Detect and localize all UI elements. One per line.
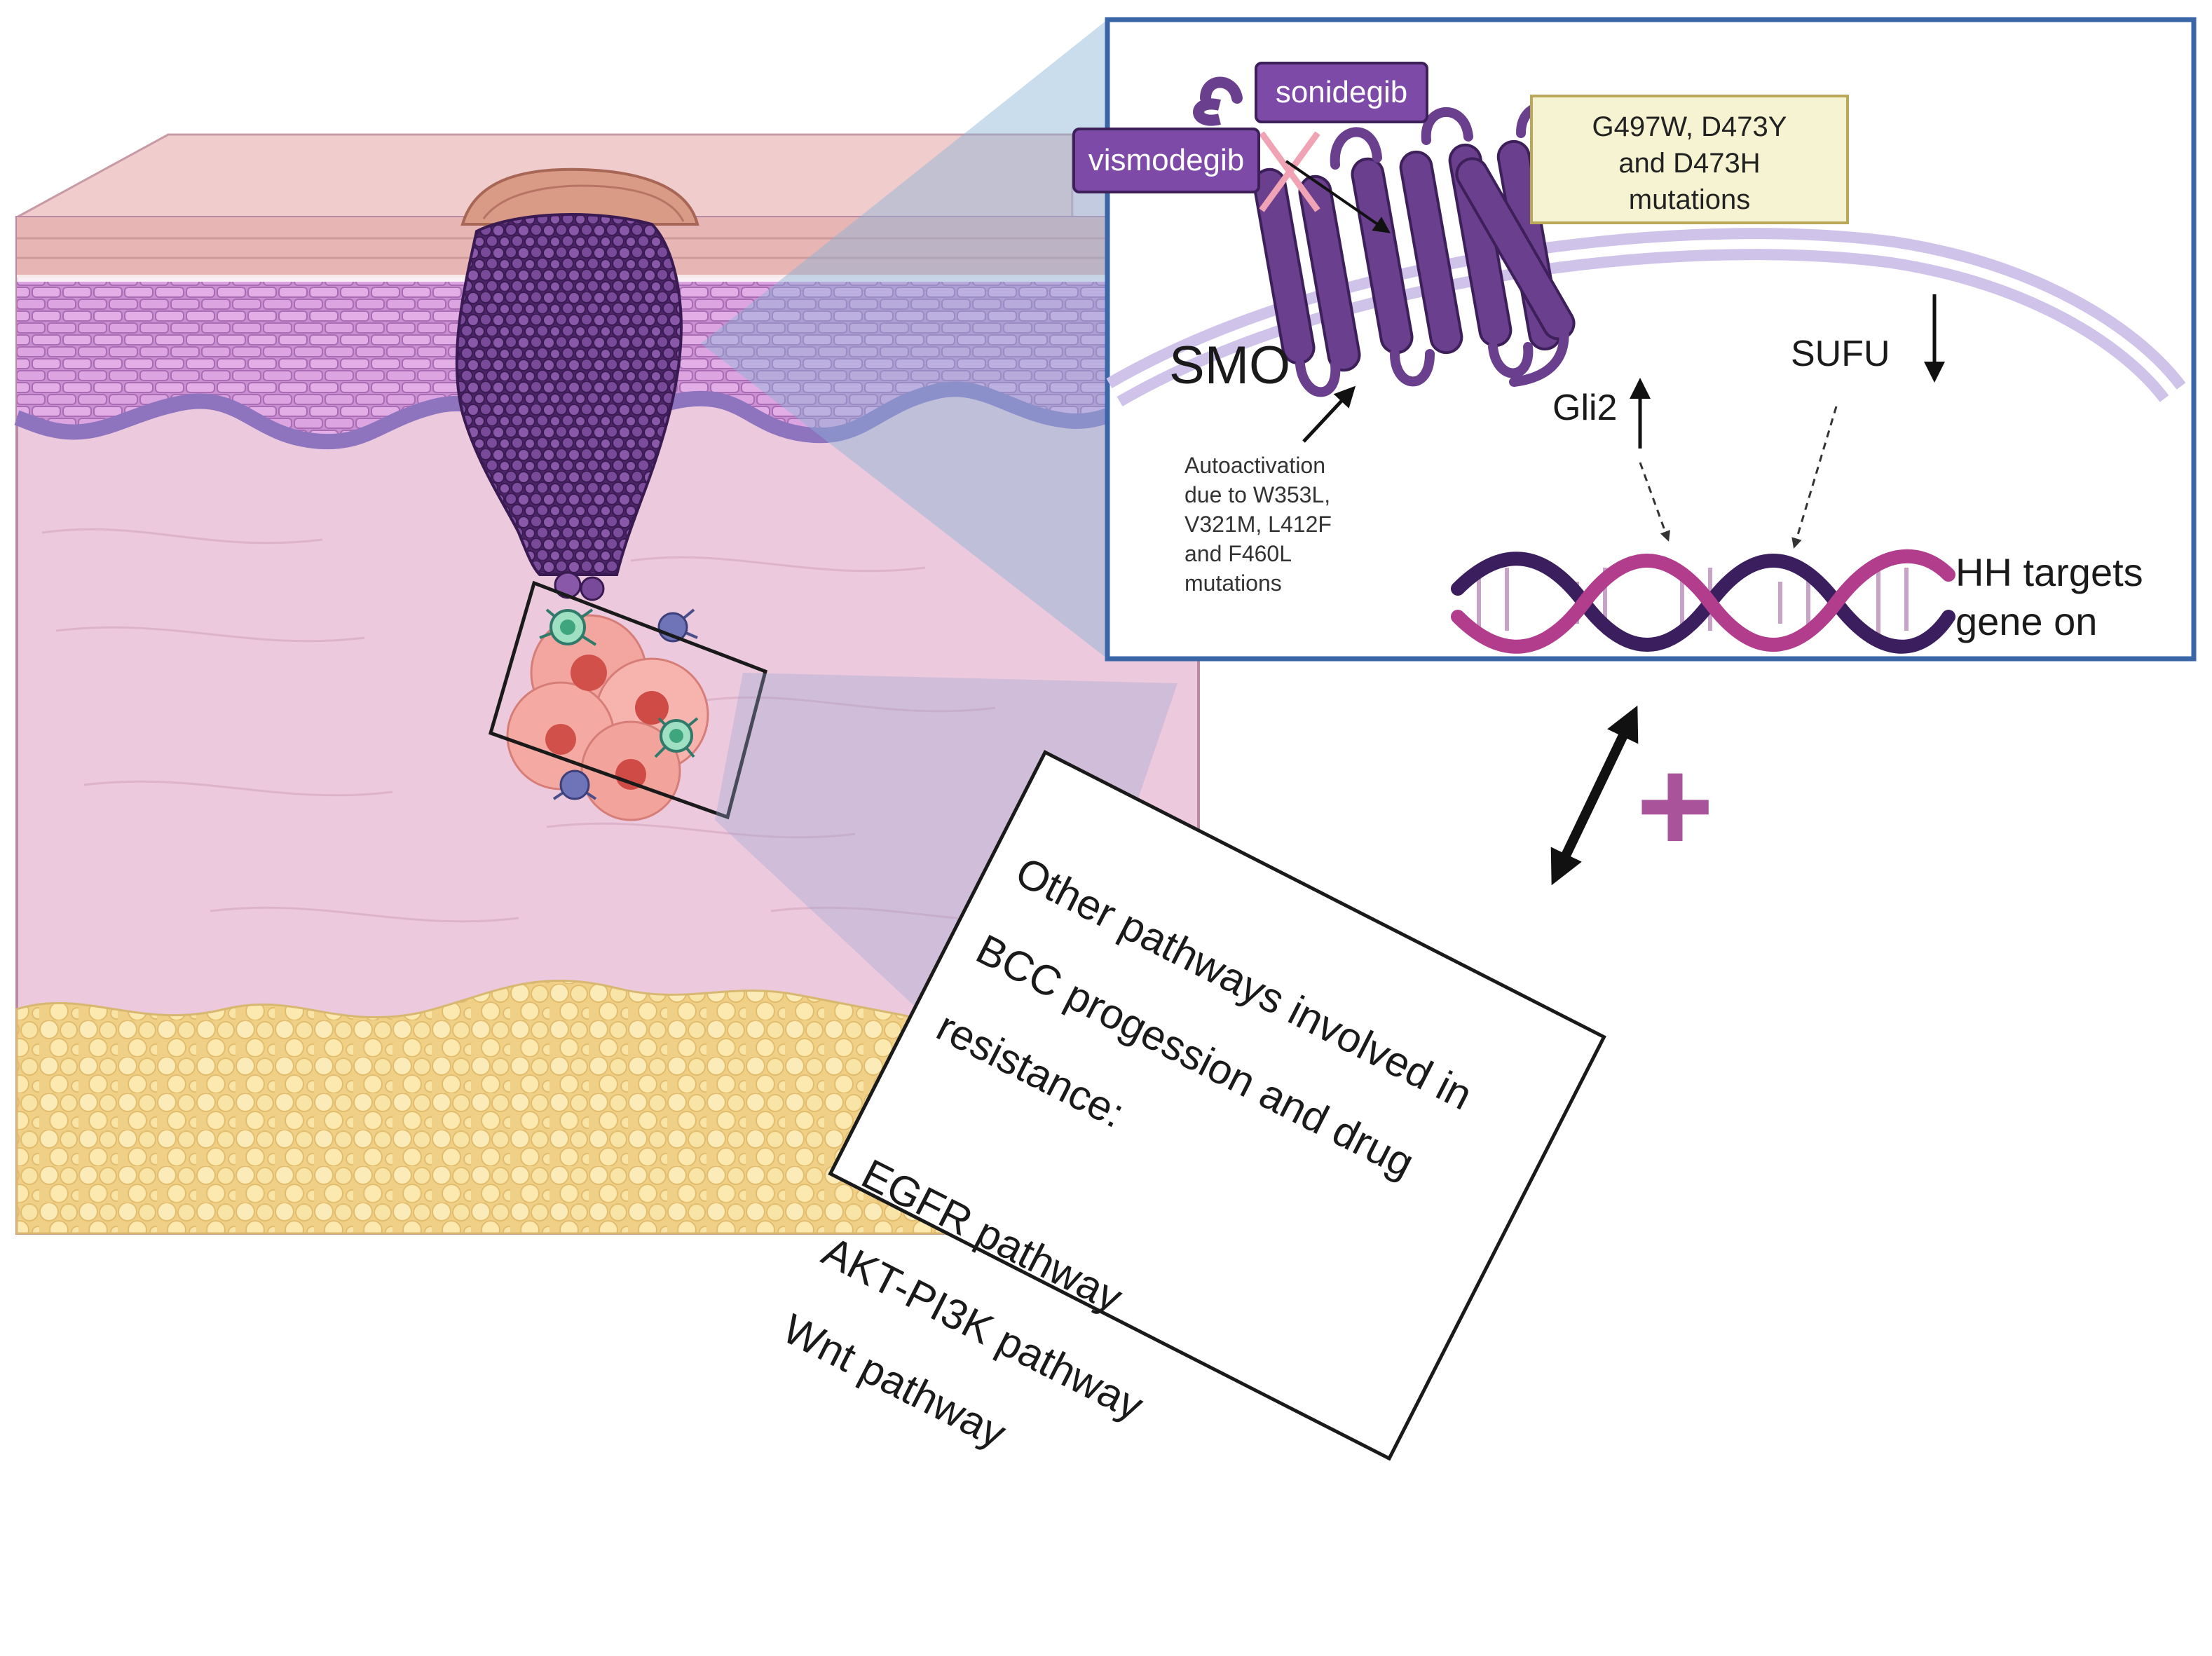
mutations-line1: G497W, D473Y [1592, 111, 1787, 142]
bcc-tumor [455, 167, 699, 601]
sufu-label: SUFU [1791, 334, 1890, 374]
zoom-frame [488, 580, 767, 820]
mutations-line3: mutations [1628, 184, 1751, 215]
plus-symbol: + [1637, 732, 1714, 880]
hh-line1: HH targets [1955, 550, 2143, 594]
smo-receptor [1200, 76, 1576, 397]
double-arrow [1550, 705, 1639, 886]
zoom-projection-top [701, 20, 1107, 659]
auto-line4: and F460L [1184, 541, 1292, 566]
auto-line5: mutations [1184, 570, 1282, 596]
auto-line2: due to W353L, [1184, 482, 1331, 507]
dna-helix [1451, 549, 1955, 654]
hh-line2: gene on [1955, 599, 2098, 643]
gli2-label: Gli2 [1552, 388, 1618, 428]
sonidegib-label: sonidegib [1255, 62, 1428, 123]
bcc-diagram-scene: + [14, 17, 2197, 1235]
autoactivation-label: Autoactivation due to W353L, V321M, L412… [1184, 451, 1332, 598]
hh-targets-label: HH targets gene on [1955, 548, 2143, 646]
smo-label: SMO [1169, 336, 1291, 395]
mutations-box: G497W, D473Y and D473H mutations [1530, 95, 1849, 224]
vismodegib-label: vismodegib [1072, 128, 1260, 193]
tumor-microenvironment [506, 608, 709, 821]
auto-line1: Autoactivation [1184, 453, 1326, 478]
block-cross-icon [1259, 131, 1320, 212]
mutations-line2: and D473H [1618, 148, 1761, 179]
auto-line3: V321M, L412F [1184, 512, 1332, 537]
